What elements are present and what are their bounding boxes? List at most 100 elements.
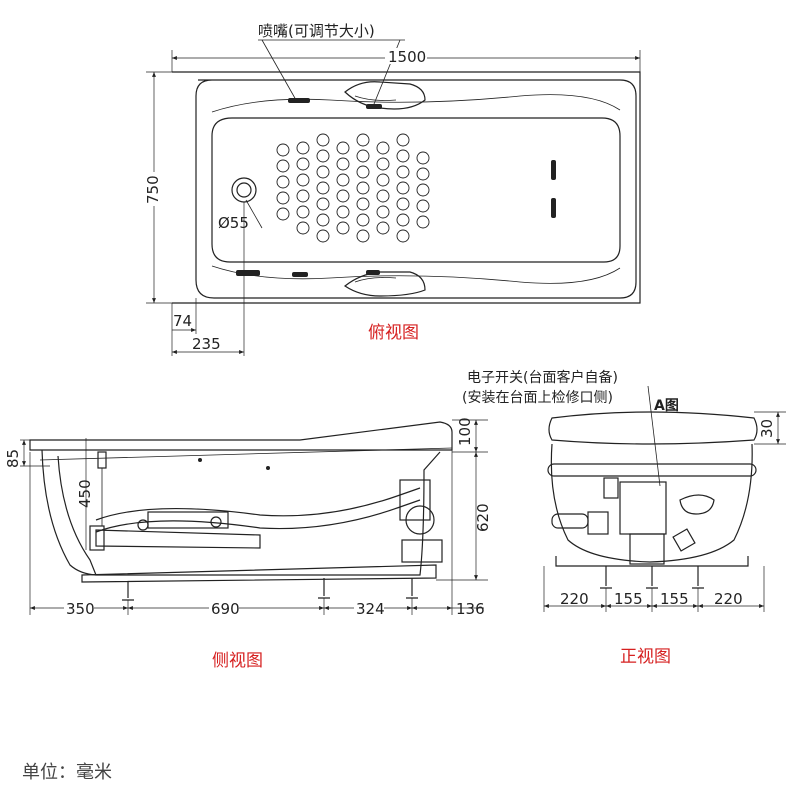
- anti-slip-dot: [296, 173, 310, 187]
- anti-slip-dot: [356, 213, 370, 227]
- switch-note-2: (安装在台面上检修口侧): [462, 390, 613, 406]
- dim-85-label: 85: [4, 449, 22, 468]
- nozzle-right-2: [551, 198, 556, 218]
- nozzle-note: 喷嘴(可调节大小): [258, 22, 375, 40]
- anti-slip-dot: [376, 205, 390, 219]
- handle-top: [344, 81, 426, 110]
- side-base: [81, 564, 437, 583]
- offset-235-label: 235: [192, 335, 221, 353]
- anti-slip-dot: [376, 221, 390, 235]
- anti-slip-dot: [316, 197, 330, 211]
- anti-slip-dot: [356, 133, 370, 147]
- top-view: Ø55 喷嘴(可调节大小) 1500 750 74 235 俯视图: [144, 22, 641, 356]
- anti-slip-dot: [296, 221, 310, 235]
- nozzle-bottom-right: [366, 270, 380, 275]
- anti-slip-dot: [296, 157, 310, 171]
- anti-slip-dot: [376, 157, 390, 171]
- dim-220-left-label: 220: [560, 590, 589, 608]
- anti-slip-dot: [336, 189, 350, 203]
- anti-slip-dot: [276, 159, 290, 173]
- anti-slip-dot: [296, 205, 310, 219]
- anti-slip-dot: [316, 229, 330, 243]
- dim-350-label: 350: [66, 600, 95, 618]
- detail-a-label: A图: [654, 398, 679, 414]
- dim-155-left-label: 155: [614, 590, 643, 608]
- anti-slip-dot: [276, 143, 290, 157]
- dim-324-label: 324: [356, 600, 385, 618]
- dim-220-right-label: 220: [714, 590, 743, 608]
- drain-diameter-label: Ø55: [218, 214, 249, 232]
- dim-155-right-label: 155: [660, 590, 689, 608]
- top-view-shell: [195, 79, 637, 299]
- front-crossbar: [547, 463, 757, 477]
- nozzle-top-left: [288, 98, 310, 103]
- dim-690-label: 690: [211, 600, 240, 618]
- anti-slip-dot: [396, 165, 410, 179]
- nozzle-top-mid: [366, 104, 382, 109]
- top-armrest-line: [211, 94, 621, 113]
- anti-slip-dot: [316, 133, 330, 147]
- anti-slip-dot: [336, 205, 350, 219]
- anti-slip-dot: [416, 215, 430, 229]
- anti-slip-dot: [356, 229, 370, 243]
- dim-450-label: 450: [76, 479, 94, 508]
- unit-note: 单位：毫米: [22, 762, 112, 783]
- anti-slip-dot: [356, 181, 370, 195]
- anti-slip-dot: [356, 149, 370, 163]
- anti-slip-dot: [376, 141, 390, 155]
- side-pipe-upper: [95, 487, 421, 521]
- drain-inner: [236, 182, 252, 198]
- anti-slip-dot: [416, 167, 430, 181]
- anti-slip-dot: [396, 197, 410, 211]
- anti-slip-dot: [396, 213, 410, 227]
- anti-slip-dot: [336, 221, 350, 235]
- length-label: 1500: [388, 48, 426, 66]
- front-view-title: 正视图: [620, 647, 671, 667]
- dim-136-label: 136: [456, 600, 485, 618]
- anti-slip-dot: [416, 199, 430, 213]
- nozzle-bottom-mid: [292, 272, 308, 277]
- anti-slip-dot: [336, 173, 350, 187]
- switch-note-1: 电子开关(台面客户自备): [467, 369, 618, 386]
- anti-slip-dot: [356, 197, 370, 211]
- side-rim: [29, 421, 453, 451]
- anti-slip-dot: [396, 181, 410, 195]
- anti-slip-dot: [376, 173, 390, 187]
- anti-slip-dot: [376, 189, 390, 203]
- nozzle-right-1: [551, 160, 556, 180]
- dim-620-label: 620: [474, 503, 492, 532]
- anti-slip-dot: [336, 157, 350, 171]
- side-pipe-lower: [95, 529, 261, 549]
- side-view: 350 690 324 136 85 450 100 620 侧视图: [4, 417, 492, 671]
- front-view: 电子开关(台面客户自备) (安装在台面上检修口侧) A图 30 220 155 …: [462, 369, 786, 667]
- dim-30-label: 30: [758, 419, 776, 438]
- top-view-outer-rim: [172, 71, 641, 304]
- bottom-armrest-line: [211, 265, 621, 284]
- dim-100-label: 100: [456, 417, 474, 446]
- front-body: [550, 443, 753, 563]
- anti-slip-dot: [396, 149, 410, 163]
- anti-slip-dot: [276, 175, 290, 189]
- anti-slip-dot: [276, 191, 290, 205]
- top-view-title: 俯视图: [368, 323, 419, 343]
- anti-slip-dot: [416, 183, 430, 197]
- side-pump: [399, 479, 431, 521]
- anti-slip-dot: [316, 181, 330, 195]
- front-feet: [555, 556, 749, 589]
- front-motor: [619, 481, 667, 535]
- anti-slip-dot: [336, 141, 350, 155]
- side-view-title: 侧视图: [212, 651, 263, 671]
- anti-slip-dot: [276, 207, 290, 221]
- anti-slip-dot: [316, 149, 330, 163]
- side-feet: [122, 578, 418, 601]
- anti-slip-dot: [316, 213, 330, 227]
- anti-slip-dot: [316, 165, 330, 179]
- front-rim: [548, 411, 758, 445]
- offset-74-label: 74: [173, 312, 192, 330]
- anti-slip-dots: [276, 133, 430, 243]
- width-label: 750: [144, 175, 162, 204]
- top-view-basin: [211, 117, 621, 263]
- anti-slip-dot: [396, 133, 410, 147]
- anti-slip-dot: [356, 165, 370, 179]
